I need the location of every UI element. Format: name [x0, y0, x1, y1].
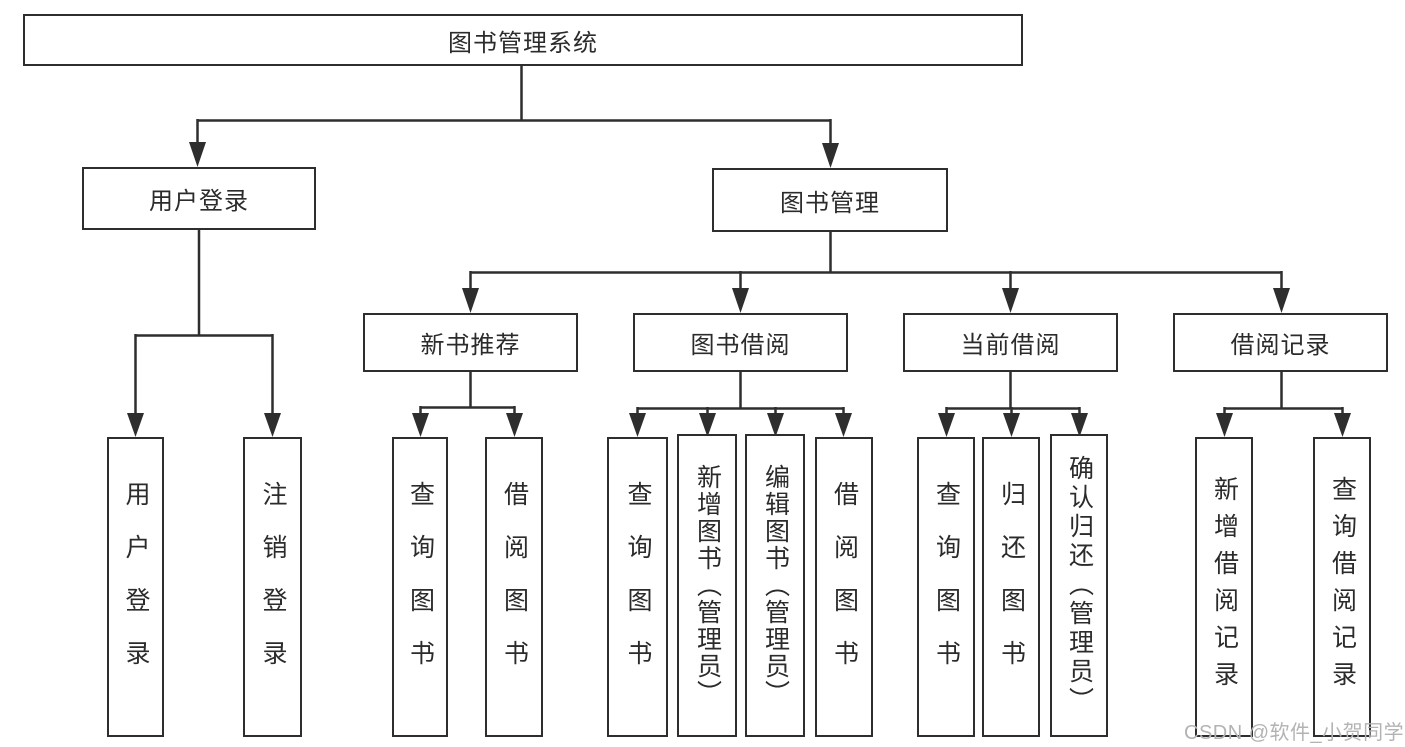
arrow-leaf-query-book-1 — [412, 413, 429, 437]
arrow-book-management — [822, 143, 839, 168]
connector-book-management-to-level3 — [469, 231, 1283, 292]
leaf-logout: 注销登录 — [243, 437, 302, 737]
arrowheads — [127, 142, 1351, 437]
arrow-leaf-return-book — [1003, 413, 1020, 437]
arrow-leaf-edit-book — [767, 413, 784, 437]
node-new-book-recommend: 新书推荐 — [363, 313, 578, 372]
leaf-add-book-admin: 新增图书（管理员） — [677, 434, 737, 737]
arrow-leaf-user-login — [127, 413, 144, 437]
leaf-return-book: 归还图书 — [982, 437, 1040, 737]
node-root-system: 图书管理系统 — [23, 14, 1023, 66]
arrow-leaf-logout — [264, 413, 281, 437]
connector-new-book-recommend-to-leaves — [419, 371, 516, 417]
node-current-borrow: 当前借阅 — [903, 313, 1118, 372]
leaf-add-borrow-record: 新增借阅记录 — [1195, 437, 1253, 737]
csdn-watermark: CSDN @软件_小贺同学 — [1184, 722, 1405, 744]
leaf-borrow-book: 借阅图书 — [815, 437, 873, 737]
arrow-leaf-add-record — [1216, 413, 1233, 437]
arrow-new-book-recommend — [462, 288, 479, 313]
connector-user-login-to-leaves — [134, 229, 274, 417]
leaf-confirm-return-admin: 确认归还（管理员） — [1050, 434, 1108, 737]
arrow-book-borrow — [732, 288, 749, 313]
node-book-management: 图书管理 — [712, 168, 948, 232]
connector-root-to-level2 — [196, 66, 832, 147]
arrow-leaf-query-record — [1334, 413, 1351, 437]
leaf-query-borrow-record: 查询借阅记录 — [1313, 437, 1371, 737]
node-borrow-records: 借阅记录 — [1173, 313, 1388, 372]
arrow-leaf-confirm-return — [1071, 413, 1088, 437]
leaf-edit-book-admin: 编辑图书（管理员） — [745, 434, 805, 737]
arrow-leaf-query-book-3 — [938, 413, 955, 437]
leaf-borrow-book-recommend: 借阅图书 — [485, 437, 543, 737]
arrow-leaf-query-book-2 — [629, 413, 646, 437]
connector-borrow-records-to-leaves — [1223, 371, 1344, 417]
arrow-leaf-borrow-book-2 — [835, 413, 852, 437]
leaf-user-login: 用户登录 — [107, 437, 164, 737]
leaf-query-book-recommend: 查询图书 — [392, 437, 448, 737]
arrow-leaf-add-book — [699, 413, 716, 437]
connector-current-borrow-to-leaves — [945, 371, 1081, 417]
node-book-borrow: 图书借阅 — [633, 313, 848, 372]
leaf-query-book-current: 查询图书 — [917, 437, 975, 737]
node-user-login: 用户登录 — [82, 167, 316, 230]
arrow-user-login — [189, 142, 206, 167]
leaf-query-book-borrow: 查询图书 — [607, 437, 668, 737]
arrow-borrow-records — [1273, 288, 1290, 313]
connector-book-borrow-to-leaves — [636, 371, 845, 417]
arrow-current-borrow — [1002, 288, 1019, 313]
arrow-leaf-borrow-book-1 — [506, 413, 523, 437]
